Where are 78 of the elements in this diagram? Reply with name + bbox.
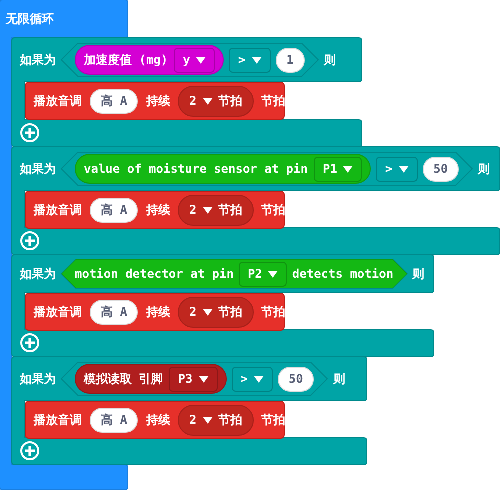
value-field (90, 198, 138, 222)
condition-slot (61, 362, 328, 396)
dropdown (232, 366, 273, 392)
if-block (12, 147, 500, 255)
block-label: 高 A (101, 202, 128, 218)
block-label: 播放音调 (34, 202, 82, 218)
block-label: 则 (333, 370, 346, 388)
block-label: > (238, 53, 246, 67)
block-label: P1 (322, 162, 338, 176)
block-label: value of moisture sensor at pin (84, 162, 308, 176)
block-label: 加速度值 (mg) (84, 52, 168, 68)
beat-dropdown (178, 86, 254, 116)
block-label: 如果为 (20, 266, 56, 282)
block-label: 如果为 (20, 370, 56, 388)
block-label: 如果为 (20, 52, 56, 68)
if-block (12, 357, 367, 465)
block-label: 模拟读取 引脚 (84, 370, 164, 388)
block-label: 50 (288, 372, 304, 386)
block-label: 节拍 (262, 304, 286, 320)
value-field (90, 300, 138, 324)
if-block (12, 38, 362, 147)
if-block (12, 255, 434, 357)
block-label: 播放音调 (34, 412, 82, 428)
block-label: detects motion (292, 267, 394, 281)
dropdown (174, 48, 216, 72)
play-tone-block (25, 82, 285, 120)
condition-slot (61, 43, 319, 77)
block-label: P3 (178, 372, 193, 386)
block-label: P2 (248, 267, 262, 281)
block-label: 则 (324, 52, 336, 68)
dropdown (229, 48, 271, 72)
dropdown (314, 156, 362, 182)
block-label: 50 (434, 162, 448, 176)
play-tone-block (25, 293, 285, 331)
block-label: > (385, 162, 393, 176)
condition-slot (61, 152, 474, 186)
block-label: > (240, 372, 248, 386)
play-tone-block (25, 191, 285, 229)
block-label: 节拍 (218, 92, 243, 110)
block-label: motion detector at pin (75, 267, 234, 281)
block-label: 1 (286, 53, 294, 67)
block-label: 节拍 (262, 412, 286, 428)
block-label: 无限循环 (6, 10, 54, 28)
block-label: 高 A (101, 92, 128, 110)
reporter-block (75, 45, 224, 75)
dropdown (238, 262, 288, 286)
block-label: 播放音调 (34, 304, 82, 320)
block-label: 2 (189, 94, 197, 108)
block-label: 持续 (146, 92, 170, 110)
block-label: 播放音调 (34, 92, 82, 110)
sensor-condition-block (61, 259, 408, 289)
block-label: 持续 (146, 202, 170, 218)
value-field (90, 408, 138, 432)
block-label: 则 (412, 266, 425, 282)
beat-dropdown (178, 194, 254, 226)
dropdown (376, 156, 418, 182)
block-label: 则 (478, 160, 490, 178)
block-label: 节拍 (262, 202, 286, 218)
block-label: 2 (189, 305, 197, 319)
block-label: 2 (189, 413, 197, 427)
play-tone-block (25, 401, 285, 439)
block-label: 高 A (101, 304, 128, 320)
block-label: 高 A (101, 412, 128, 428)
beat-dropdown (178, 404, 254, 436)
block-label: 节拍 (218, 202, 243, 218)
block-label: 如果为 (20, 160, 56, 178)
beat-dropdown (178, 296, 254, 328)
block-label: y (183, 53, 190, 67)
reporter-block (75, 154, 372, 184)
dropdown (169, 366, 218, 392)
block-label: 节拍 (262, 92, 286, 110)
block-label: 2 (189, 203, 197, 217)
value-field (90, 88, 138, 114)
block-label: 持续 (146, 412, 170, 428)
reporter-block (75, 364, 227, 394)
block-label: 持续 (146, 304, 170, 320)
block-label: 节拍 (218, 412, 243, 428)
block-label: 节拍 (218, 304, 243, 320)
